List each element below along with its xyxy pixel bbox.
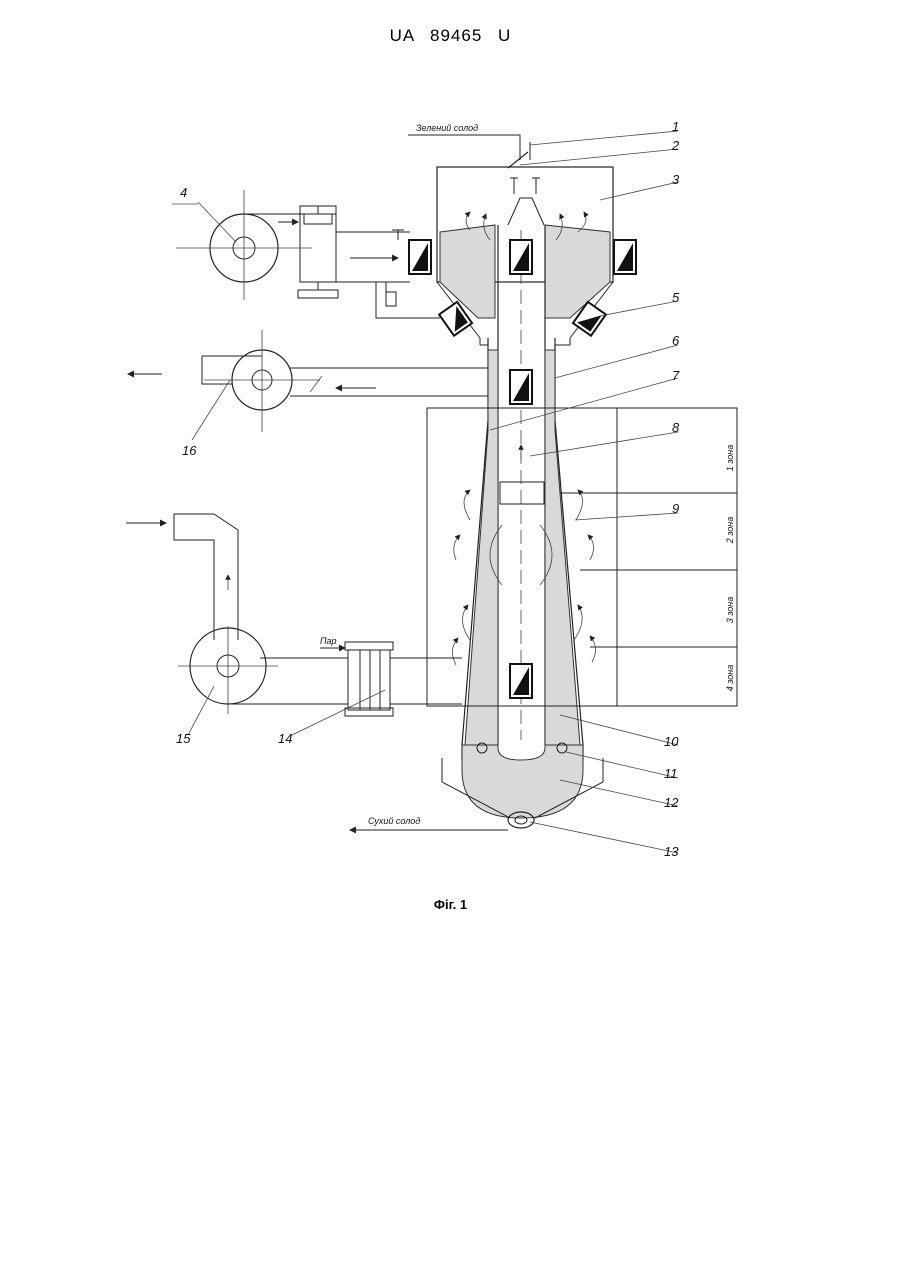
callout-8: 8 <box>672 420 680 435</box>
zone-label-1: 1 зона <box>725 445 735 472</box>
zone-label-2: 2 зона <box>725 517 735 545</box>
sensor-icon <box>510 664 532 698</box>
dryer-shaft <box>442 338 603 828</box>
zone-label-4: 4 зона <box>725 665 735 692</box>
callout-7: 7 <box>672 368 680 383</box>
sensor-icon <box>510 370 532 404</box>
green-malt-inlet-line <box>408 135 520 150</box>
callout-5: 5 <box>672 290 680 305</box>
zone-label-3: 3 зона <box>725 597 735 624</box>
sensor-icon <box>614 240 636 274</box>
sensor-icon <box>510 240 532 274</box>
callout-9: 9 <box>672 501 679 516</box>
callout-16: 16 <box>182 443 197 458</box>
figure-caption: Фіг. 1 <box>0 897 901 912</box>
callout-3: 3 <box>672 172 680 187</box>
callout-1: 1 <box>672 119 679 134</box>
callout-14: 14 <box>278 731 292 746</box>
sensor-icons <box>409 240 636 698</box>
callout-4: 4 <box>180 185 187 200</box>
callout-15: 15 <box>176 731 191 746</box>
callout-6: 6 <box>672 333 680 348</box>
dry-malt-label: Сухий солод <box>368 816 420 826</box>
fan-15 <box>126 514 348 714</box>
callout-12: 12 <box>664 795 679 810</box>
callout-11: 11 <box>664 766 678 781</box>
fan-16 <box>128 330 488 432</box>
callout-13: 13 <box>664 844 679 859</box>
callout-2: 2 <box>671 138 680 153</box>
steam-label: Пар <box>320 636 337 646</box>
fan-4 <box>176 190 440 318</box>
green-malt-label: Зелений солод <box>416 123 478 133</box>
heater-14 <box>320 642 462 716</box>
callout-10: 10 <box>664 734 679 749</box>
sensor-icon <box>409 240 431 274</box>
